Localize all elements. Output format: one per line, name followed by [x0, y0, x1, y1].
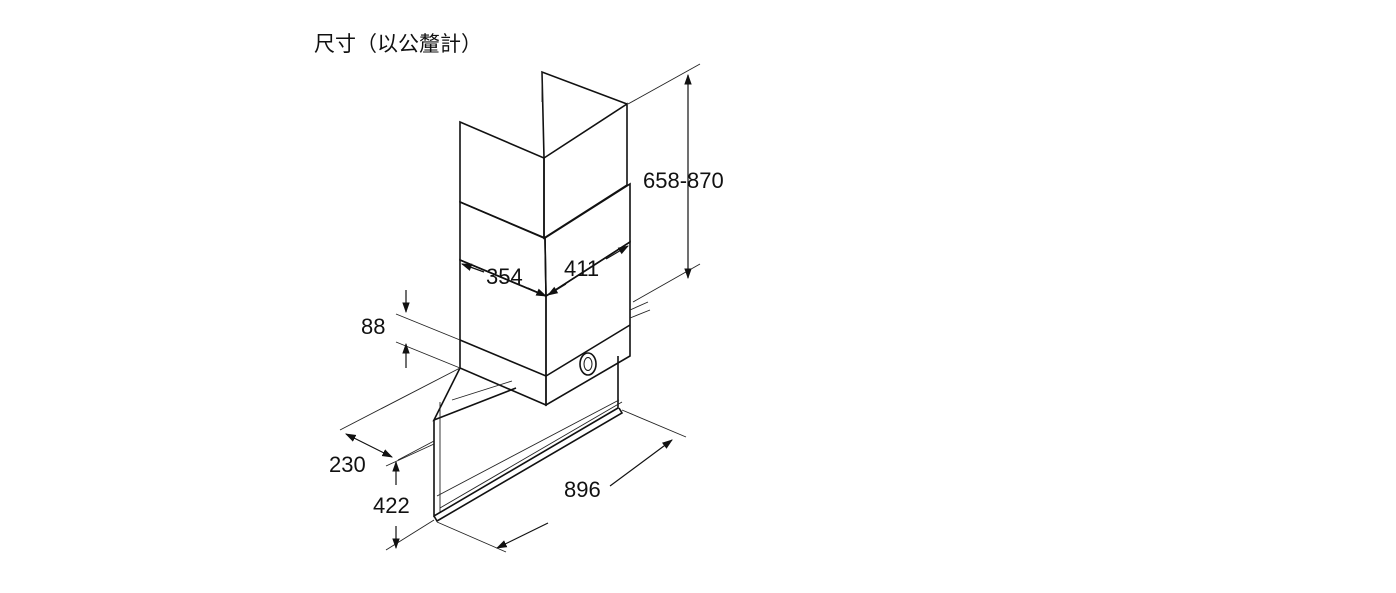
- label-glass-height: 88: [361, 314, 385, 339]
- motor-housing: [459, 301, 651, 377]
- label-chimney-width: 354: [486, 264, 523, 289]
- label-chimney-depth: 411: [564, 256, 599, 281]
- label-panel-height: 422: [373, 493, 410, 518]
- dimension-overall-width: 896: [436, 409, 687, 553]
- control-knob-icon: [579, 352, 597, 376]
- dimension-glass-height: 88: [361, 290, 461, 369]
- label-chimney-height: 658-870: [643, 168, 724, 193]
- page-title: 尺寸（以公釐計）: [314, 32, 482, 56]
- dimension-chimney-depth: 411: [547, 245, 629, 296]
- dimension-panel-height: 422: [373, 443, 435, 551]
- glass-panel: [432, 356, 624, 523]
- lower-chimney: [459, 182, 631, 407]
- dimension-chimney-width: 354: [460, 263, 547, 297]
- label-overall-width: 896: [564, 477, 601, 502]
- dimension-chimney-height: 658-870: [627, 63, 724, 303]
- dimension-canopy-depth: 230: [329, 367, 461, 477]
- label-canopy-depth: 230: [329, 452, 366, 477]
